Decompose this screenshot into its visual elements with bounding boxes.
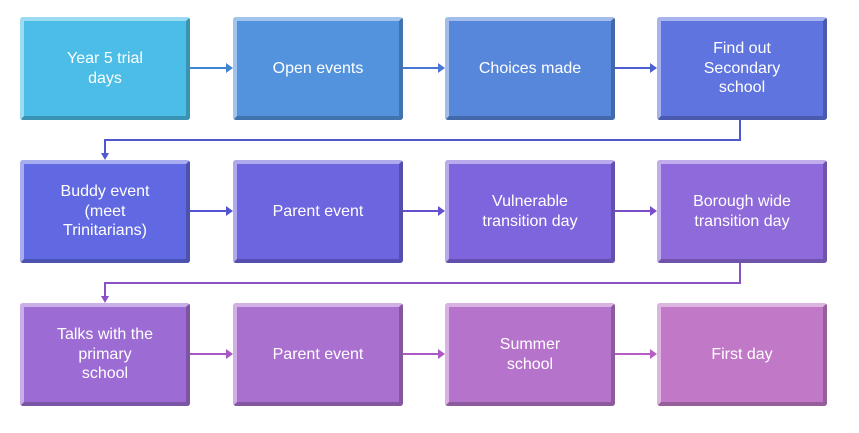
node-find-out-secondary-school: Find out Secondary school [657,17,827,120]
arrow-line [403,210,440,212]
node-borough-wide-transition-day: Borough wide transition day [657,160,827,263]
connector-segment [104,139,106,154]
flow-arrow-right [615,203,657,219]
arrow-line [615,67,652,69]
flow-arrow-right [615,346,657,362]
arrow-line [190,353,228,355]
node-label: Talks with the primary school [56,326,154,383]
node-first-day: First day [657,303,827,406]
arrowhead-right-icon [650,63,657,73]
arrowhead-down-icon [101,153,109,160]
flow-arrow-right [403,203,445,219]
connector-segment [104,282,106,297]
arrow-line [615,353,652,355]
node-vulnerable-transition-day: Vulnerable transition day [445,160,615,263]
node-open-events: Open events [233,17,403,120]
flow-arrow-right [190,346,233,362]
arrowhead-right-icon [226,349,233,359]
arrowhead-right-icon [226,206,233,216]
connector-segment [739,263,741,284]
arrow-line [190,67,228,69]
node-label: Borough wide transition day [693,192,791,230]
arrow-line [403,353,440,355]
arrowhead-right-icon [226,63,233,73]
flow-arrow-right [403,60,445,76]
node-year-5-trial-days: Year 5 trial days [20,17,190,120]
arrow-line [615,210,652,212]
connector-segment [104,282,741,284]
arrowhead-right-icon [438,206,445,216]
node-label: Buddy event (meet Trinitarians) [60,183,150,240]
node-talks-with-the-primary-school: Talks with the primary school [20,303,190,406]
arrow-line [190,210,228,212]
elbow-connector-row2-row3 [100,263,745,304]
arrowhead-right-icon [438,349,445,359]
flow-arrow-right [403,346,445,362]
node-label: Vulnerable transition day [482,192,578,230]
node-parent-event-2: Parent event [233,303,403,406]
node-summer-school: Summer school [445,303,615,406]
node-choices-made: Choices made [445,17,615,120]
node-parent-event-1: Parent event [233,160,403,263]
node-label: First day [711,345,773,363]
node-buddy-event: Buddy event (meet Trinitarians) [20,160,190,263]
connector-segment [739,120,741,141]
node-label: Choices made [478,59,582,77]
node-label: Year 5 trial days [67,49,143,87]
arrow-line [403,67,440,69]
arrowhead-right-icon [650,349,657,359]
connector-segment [104,139,741,141]
flow-arrow-right [190,60,233,76]
flow-arrow-right [615,60,657,76]
elbow-connector-row1-row2 [100,120,745,161]
arrowhead-down-icon [101,296,109,303]
node-label: Parent event [272,345,364,363]
node-label: Parent event [272,202,364,220]
flow-arrow-right [190,203,233,219]
node-label: Open events [272,59,364,77]
node-label: Find out Secondary school [703,40,781,97]
arrowhead-right-icon [438,63,445,73]
arrowhead-right-icon [650,206,657,216]
node-label: Summer school [499,335,561,373]
